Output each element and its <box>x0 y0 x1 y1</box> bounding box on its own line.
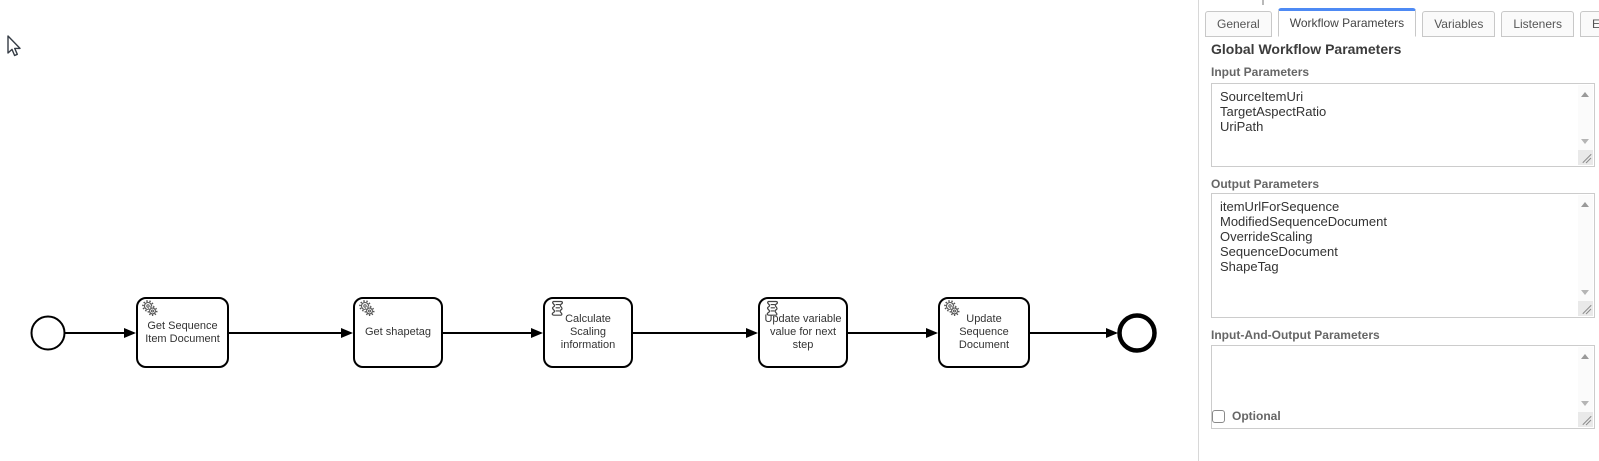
tab-extensions[interactable]: Extensions <box>1580 11 1599 37</box>
task-label: Calculate Scaling information <box>560 313 616 351</box>
workflow-parameters-pane: Global Workflow Parameters Input Paramet… <box>1211 36 1595 429</box>
scrollbar[interactable] <box>1578 347 1593 427</box>
input-and-output-parameters-label: Input-And-Output Parameters <box>1211 328 1380 342</box>
scroll-up-icon[interactable] <box>1581 92 1589 97</box>
scrollbar[interactable] <box>1578 85 1593 165</box>
scroll-up-icon[interactable] <box>1581 354 1589 359</box>
task-label: Update variable value for next step <box>764 313 842 351</box>
diagram-shapes <box>30 313 1157 353</box>
properties-panel: General Workflow Parameters Variables Li… <box>1198 0 1599 461</box>
optional-row: Optional <box>1212 409 1281 423</box>
task-label: Update Sequence Document <box>958 313 1010 351</box>
input-parameters-field[interactable]: SourceItemUri TargetAspectRatio UriPath <box>1211 83 1595 167</box>
scroll-down-icon[interactable] <box>1581 401 1589 406</box>
task-get-shapetag[interactable]: Get shapetag <box>353 297 443 368</box>
scrollbar[interactable] <box>1578 195 1593 316</box>
mouse-cursor-icon <box>7 35 21 57</box>
resize-grip-icon[interactable] <box>1578 301 1593 316</box>
tab-general[interactable]: General <box>1205 11 1272 37</box>
tab-variables[interactable]: Variables <box>1422 11 1496 37</box>
resize-grip-icon[interactable] <box>1578 150 1593 165</box>
output-parameters-value[interactable]: itemUrlForSequence ModifiedSequenceDocum… <box>1220 199 1387 274</box>
scroll-down-icon[interactable] <box>1581 139 1589 144</box>
task-get-sequence-item-document[interactable]: Get Sequence Item Document <box>136 297 229 368</box>
task-label: Get Sequence Item Document <box>145 319 220 345</box>
panel-top-artifact <box>1262 0 1264 5</box>
service-gears-icon <box>944 300 960 316</box>
task-calculate-scaling-information[interactable]: Calculate Scaling information <box>543 297 633 368</box>
output-parameters-field[interactable]: itemUrlForSequence ModifiedSequenceDocum… <box>1211 193 1595 318</box>
service-gears-icon <box>142 300 158 316</box>
input-and-output-parameters-field[interactable] <box>1211 345 1595 429</box>
properties-tab-bar: General Workflow Parameters Variables Li… <box>1205 8 1599 37</box>
optional-label: Optional <box>1232 409 1281 423</box>
tab-listeners[interactable]: Listeners <box>1501 11 1575 37</box>
service-gears-icon <box>359 300 375 316</box>
task-update-sequence-document[interactable]: Update Sequence Document <box>938 297 1030 368</box>
task-update-variable-value[interactable]: Update variable value for next step <box>758 297 848 368</box>
start-event[interactable] <box>30 315 66 351</box>
task-label: Get shapetag <box>364 326 432 338</box>
output-parameters-label: Output Parameters <box>1211 177 1320 191</box>
script-icon <box>551 300 564 316</box>
scroll-up-icon[interactable] <box>1581 202 1589 207</box>
diagram-canvas[interactable]: Get Sequence Item Document Get shapetag <box>0 0 1198 461</box>
scroll-down-icon[interactable] <box>1581 290 1589 295</box>
end-event[interactable] <box>1117 313 1157 353</box>
optional-checkbox[interactable] <box>1212 409 1225 423</box>
resize-grip-icon[interactable] <box>1578 412 1593 427</box>
input-parameters-label: Input Parameters <box>1211 65 1310 79</box>
pane-title: Global Workflow Parameters <box>1211 41 1402 57</box>
tab-workflow-parameters[interactable]: Workflow Parameters <box>1277 8 1417 37</box>
input-parameters-value[interactable]: SourceItemUri TargetAspectRatio UriPath <box>1220 89 1327 134</box>
script-icon <box>766 300 779 316</box>
